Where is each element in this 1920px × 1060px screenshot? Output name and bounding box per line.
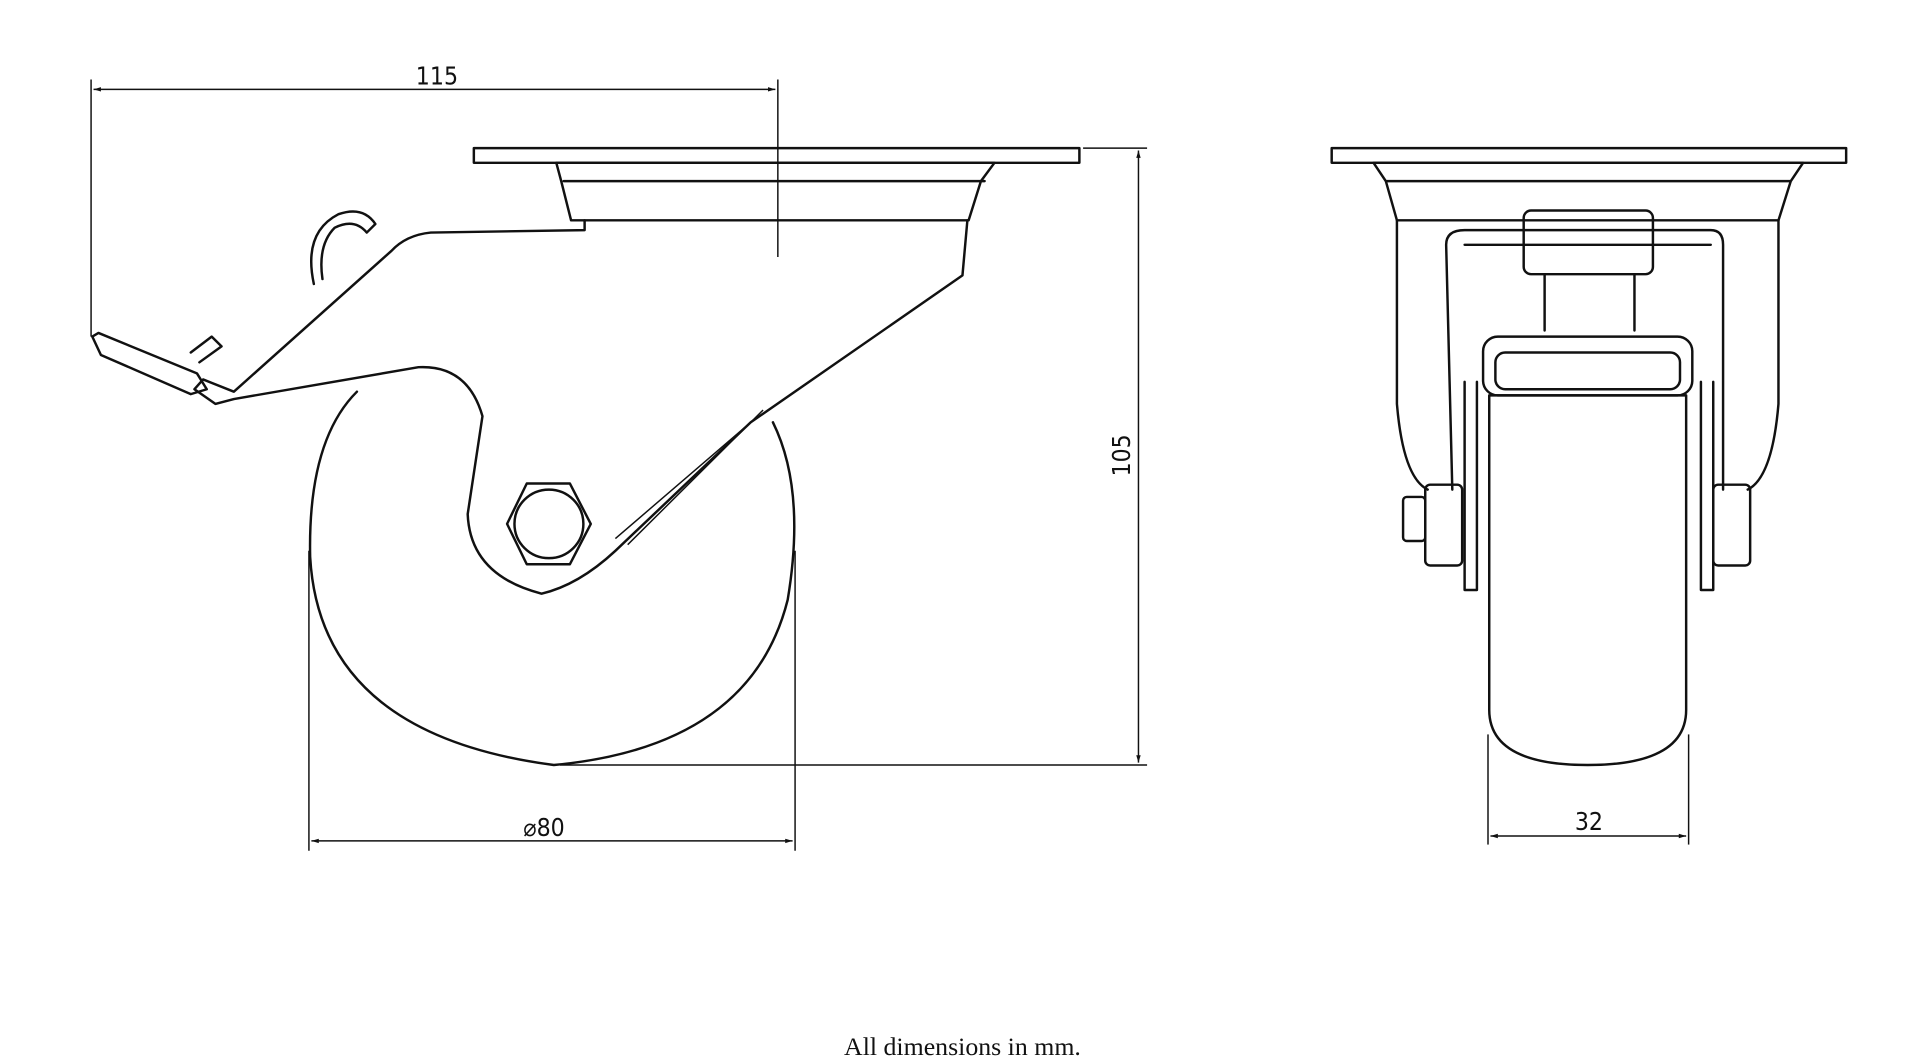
units-note: All dimensions in mm. <box>844 1032 1081 1060</box>
side-view <box>91 146 1081 767</box>
fork-body <box>193 219 969 595</box>
brake-shoe <box>1481 335 1694 397</box>
front-top-plate <box>1330 146 1848 165</box>
dimension-wheel-width: 32 <box>1575 807 1603 836</box>
front-fork-legs <box>1444 228 1725 491</box>
brake-stem <box>1543 272 1636 332</box>
left-bolt-end <box>1401 495 1427 543</box>
dimension-height: 105 <box>1107 434 1136 476</box>
top-plate <box>472 146 1081 165</box>
fork-inner-line <box>614 409 764 546</box>
brake-pedal <box>91 331 223 396</box>
dimension-overall-length: 115 <box>416 62 458 91</box>
brake-block <box>1522 209 1655 276</box>
brake-hook <box>310 210 377 286</box>
front-view <box>1330 146 1848 767</box>
dimension-wheel-diameter: ⌀80 <box>523 813 564 842</box>
left-nut <box>1424 483 1464 567</box>
axle-bolt <box>513 488 585 560</box>
axle-nut <box>505 482 593 566</box>
right-nut <box>1712 483 1752 567</box>
swivel-housing <box>555 161 996 222</box>
wheel <box>308 390 796 767</box>
dimension-lines <box>90 79 1690 851</box>
front-wheel <box>1488 394 1688 767</box>
fork-side-plates <box>1463 380 1715 592</box>
brake-shoe-inner <box>1494 351 1682 391</box>
front-fork <box>1395 219 1780 491</box>
